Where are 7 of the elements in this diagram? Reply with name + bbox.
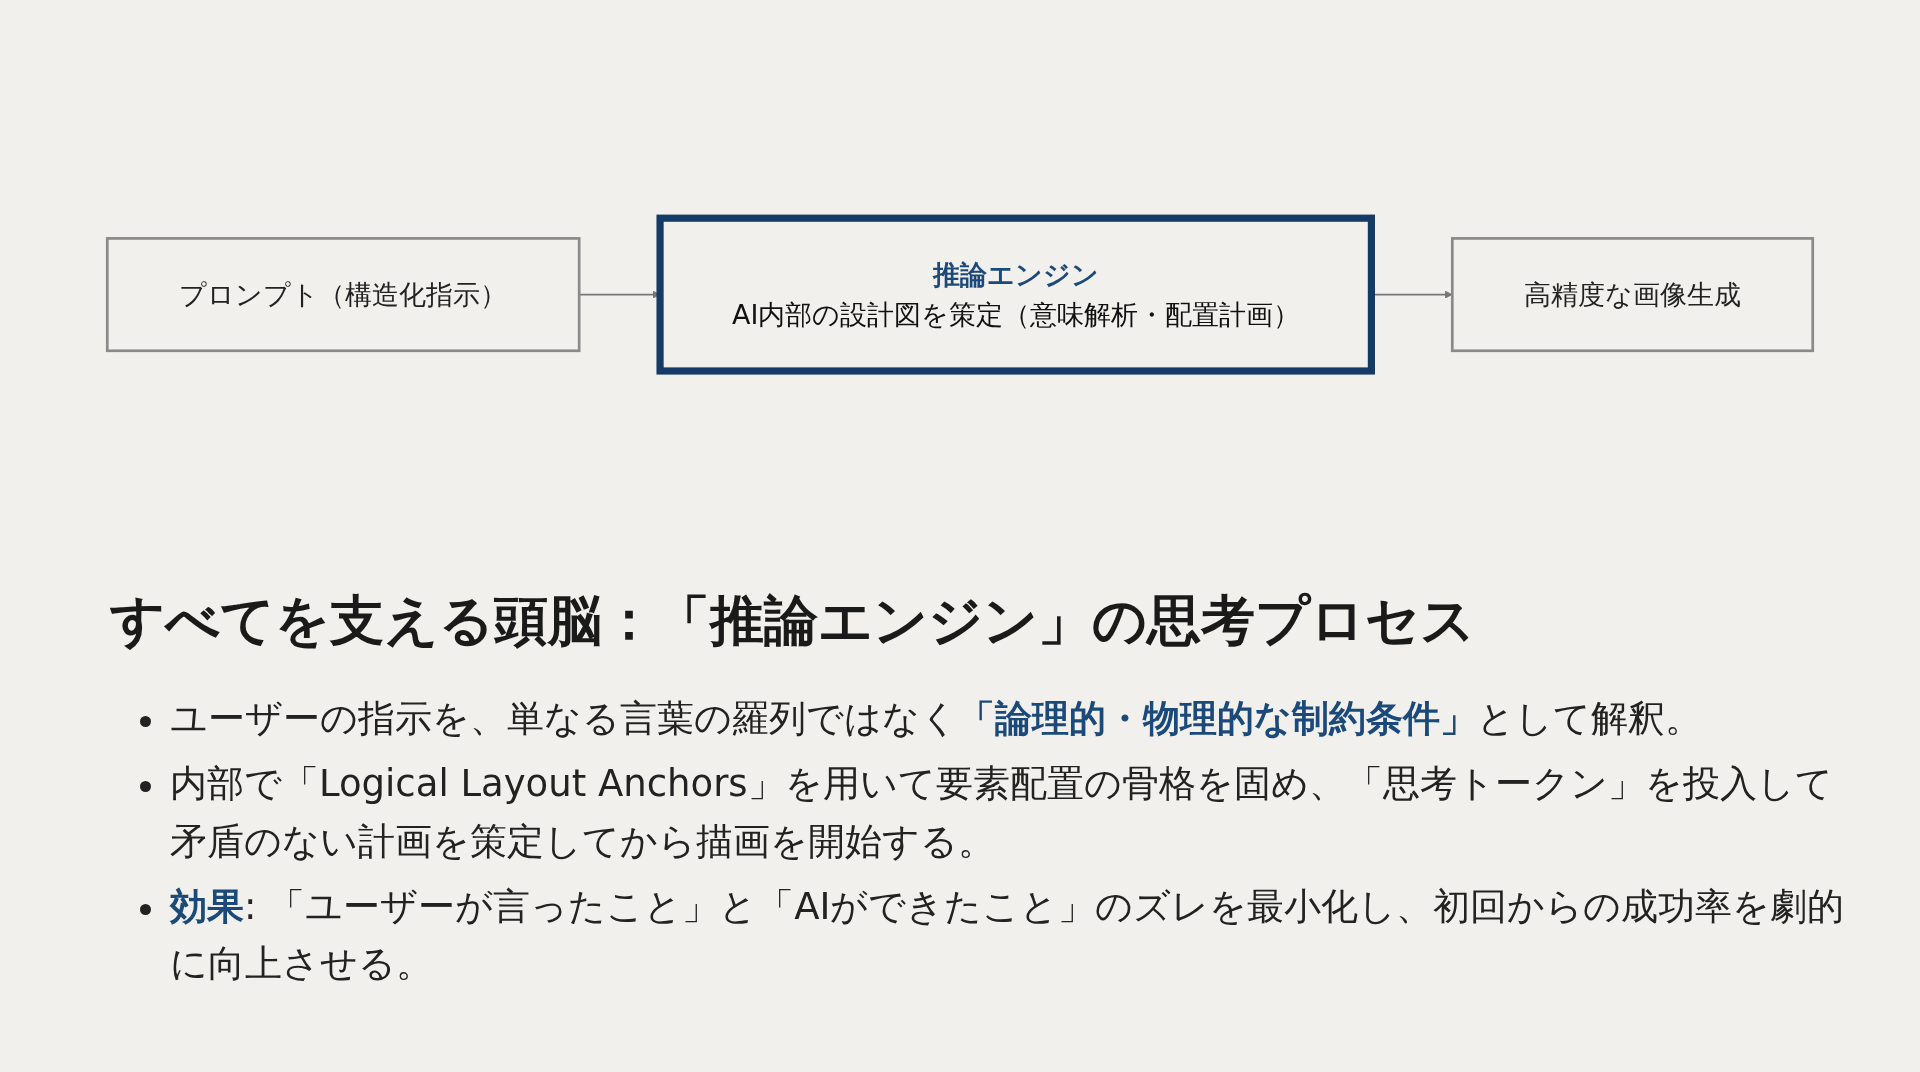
node-box: プロンプト（構造化指示） xyxy=(105,237,581,353)
node-box: 高精度な画像生成 xyxy=(1450,237,1815,353)
node-box: 推論エンジン AI内部の設計図を策定（意味解析・配置計画） xyxy=(656,215,1375,375)
bullet-text: ユーザーの指示を、単なる言葉の羅列ではなく「論理的・物理的な制約条件」として解釈。 xyxy=(170,697,1702,740)
bullet-text: 効果: 「ユーザーが言ったこと」と「AIができたこと」のズレを最小化し、初回からの成功率を劇的に向上させる。 xyxy=(170,885,1845,986)
heading: すべてを支える頭脳：「推論エンジン」の思考プロセス xyxy=(110,588,1475,654)
bullet-text: 内部で「Logical Layout Anchors」を用いて要素配置の骨格を固め、「思考トークン」を投入して矛盾のない計画を策定してから描画を開始する。 xyxy=(170,762,1833,863)
